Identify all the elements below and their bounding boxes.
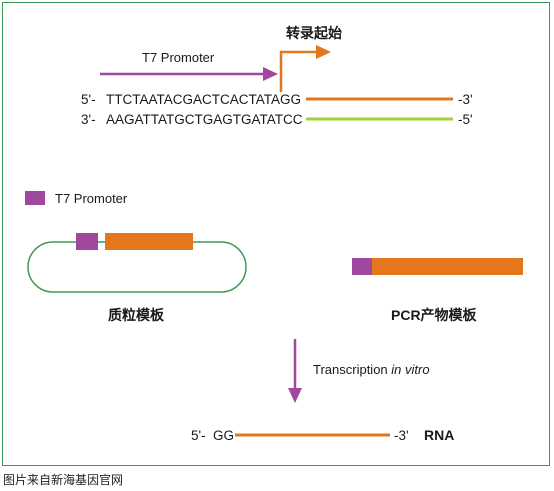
pcr-template-label: PCR产物模板 (391, 307, 478, 323)
transcription-start-arrow (279, 50, 318, 92)
legend-promoter-swatch (25, 191, 45, 205)
pcr-promoter-block (352, 258, 372, 275)
plasmid-template-label: 质粒模板 (108, 307, 165, 323)
t7-promoter-arrowhead (263, 67, 278, 81)
bottom-strand-sequence: AAGATTATGCTGAGTGATATCC (106, 112, 303, 127)
t7-promoter-label: T7 Promoter (142, 50, 215, 65)
transcription-label: Transcription in vitro (313, 362, 430, 377)
transcription-start-label: 转录起始 (286, 25, 342, 41)
figure-frame (2, 2, 550, 466)
rna-5prime: 5'- (191, 428, 206, 443)
top-strand-sequence: TTCTAATACGACTCACTATAGG (106, 92, 301, 107)
rna-3prime: -3' (394, 428, 409, 443)
plasmid-coding-block (105, 233, 193, 250)
transcription-start-arrowhead (316, 45, 331, 59)
top-strand-3prime: -3' (458, 92, 473, 107)
bottom-strand-3prime: 3'- (81, 112, 96, 127)
legend-promoter-label: T7 Promoter (55, 191, 128, 206)
image-caption: 图片来自新海基因官网 (3, 473, 124, 487)
top-strand-5prime: 5'- (81, 92, 96, 107)
transcription-arrowhead (288, 388, 302, 403)
pcr-coding-block (372, 258, 523, 275)
bottom-strand-5prime: -5' (458, 112, 473, 127)
rna-sequence: GG (213, 428, 234, 443)
rna-label: RNA (424, 427, 454, 443)
plasmid-promoter-block (76, 233, 98, 250)
